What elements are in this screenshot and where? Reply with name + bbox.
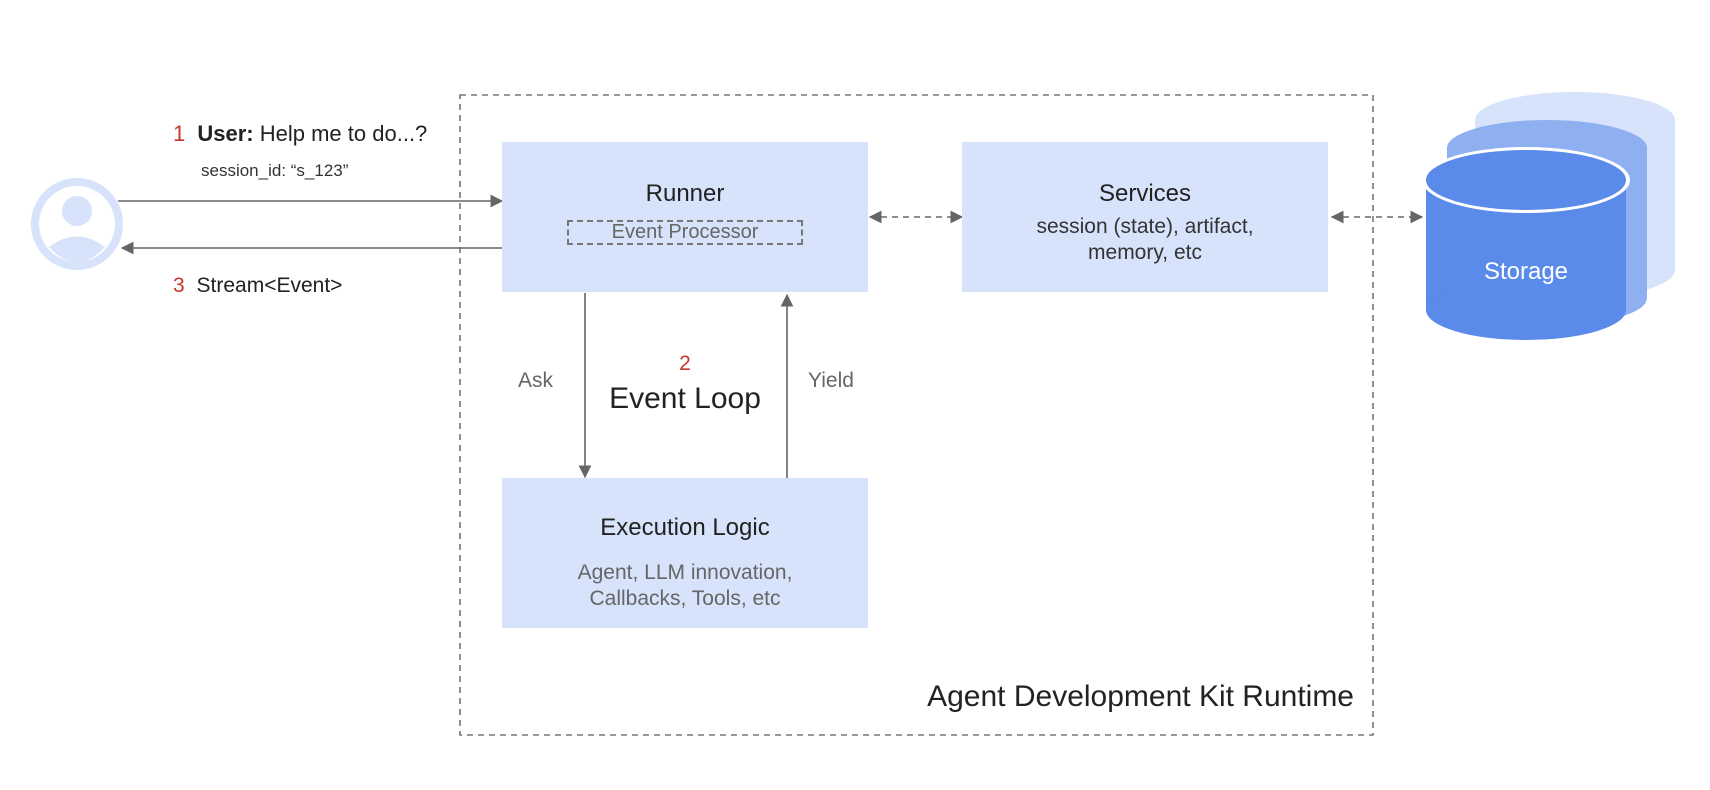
ask-label: Ask [518,369,554,392]
step-number: 1 [173,121,186,146]
user-avatar-icon [31,178,123,270]
storage-label: Storage [1483,258,1569,285]
event-loop-title: Event Loop [609,382,761,415]
services-title: Services [1098,180,1192,207]
yield-label: Yield [808,369,854,392]
event-processor-label: Event Processor [611,221,759,243]
step-number: 2 [679,352,691,375]
services-box: Services session (state), artifact, memo… [962,142,1328,292]
execution-logic-box: Execution Logic Agent, LLM innovation, C… [502,478,868,628]
runner-box: Runner Event Processor [502,142,868,292]
stream-response: 3 Stream<Event> [173,274,342,298]
user-request: 1 User: Help me to do...? [173,121,427,147]
step-number: 3 [173,274,185,297]
database-cylinder-icon [1422,92,1675,340]
services-description-line: memory, etc [1088,241,1202,264]
runtime-label: Agent Development Kit Runtime [927,680,1354,713]
execution-logic-title: Execution Logic [600,514,770,541]
event-processor-box: Event Processor [567,220,803,245]
runner-title: Runner [645,180,725,207]
execution-description-line: Agent, LLM innovation, [577,561,793,584]
session-id-label: session_id: “s_123” [201,161,349,180]
stream-label: Stream<Event> [196,274,343,297]
runtime-boundary [459,94,1374,736]
user-message: Help me to do...? [259,121,428,146]
services-description-line: session (state), artifact, [1036,215,1254,238]
execution-description-line: Callbacks, Tools, etc [589,587,781,610]
user-role-label: User: [197,121,254,146]
